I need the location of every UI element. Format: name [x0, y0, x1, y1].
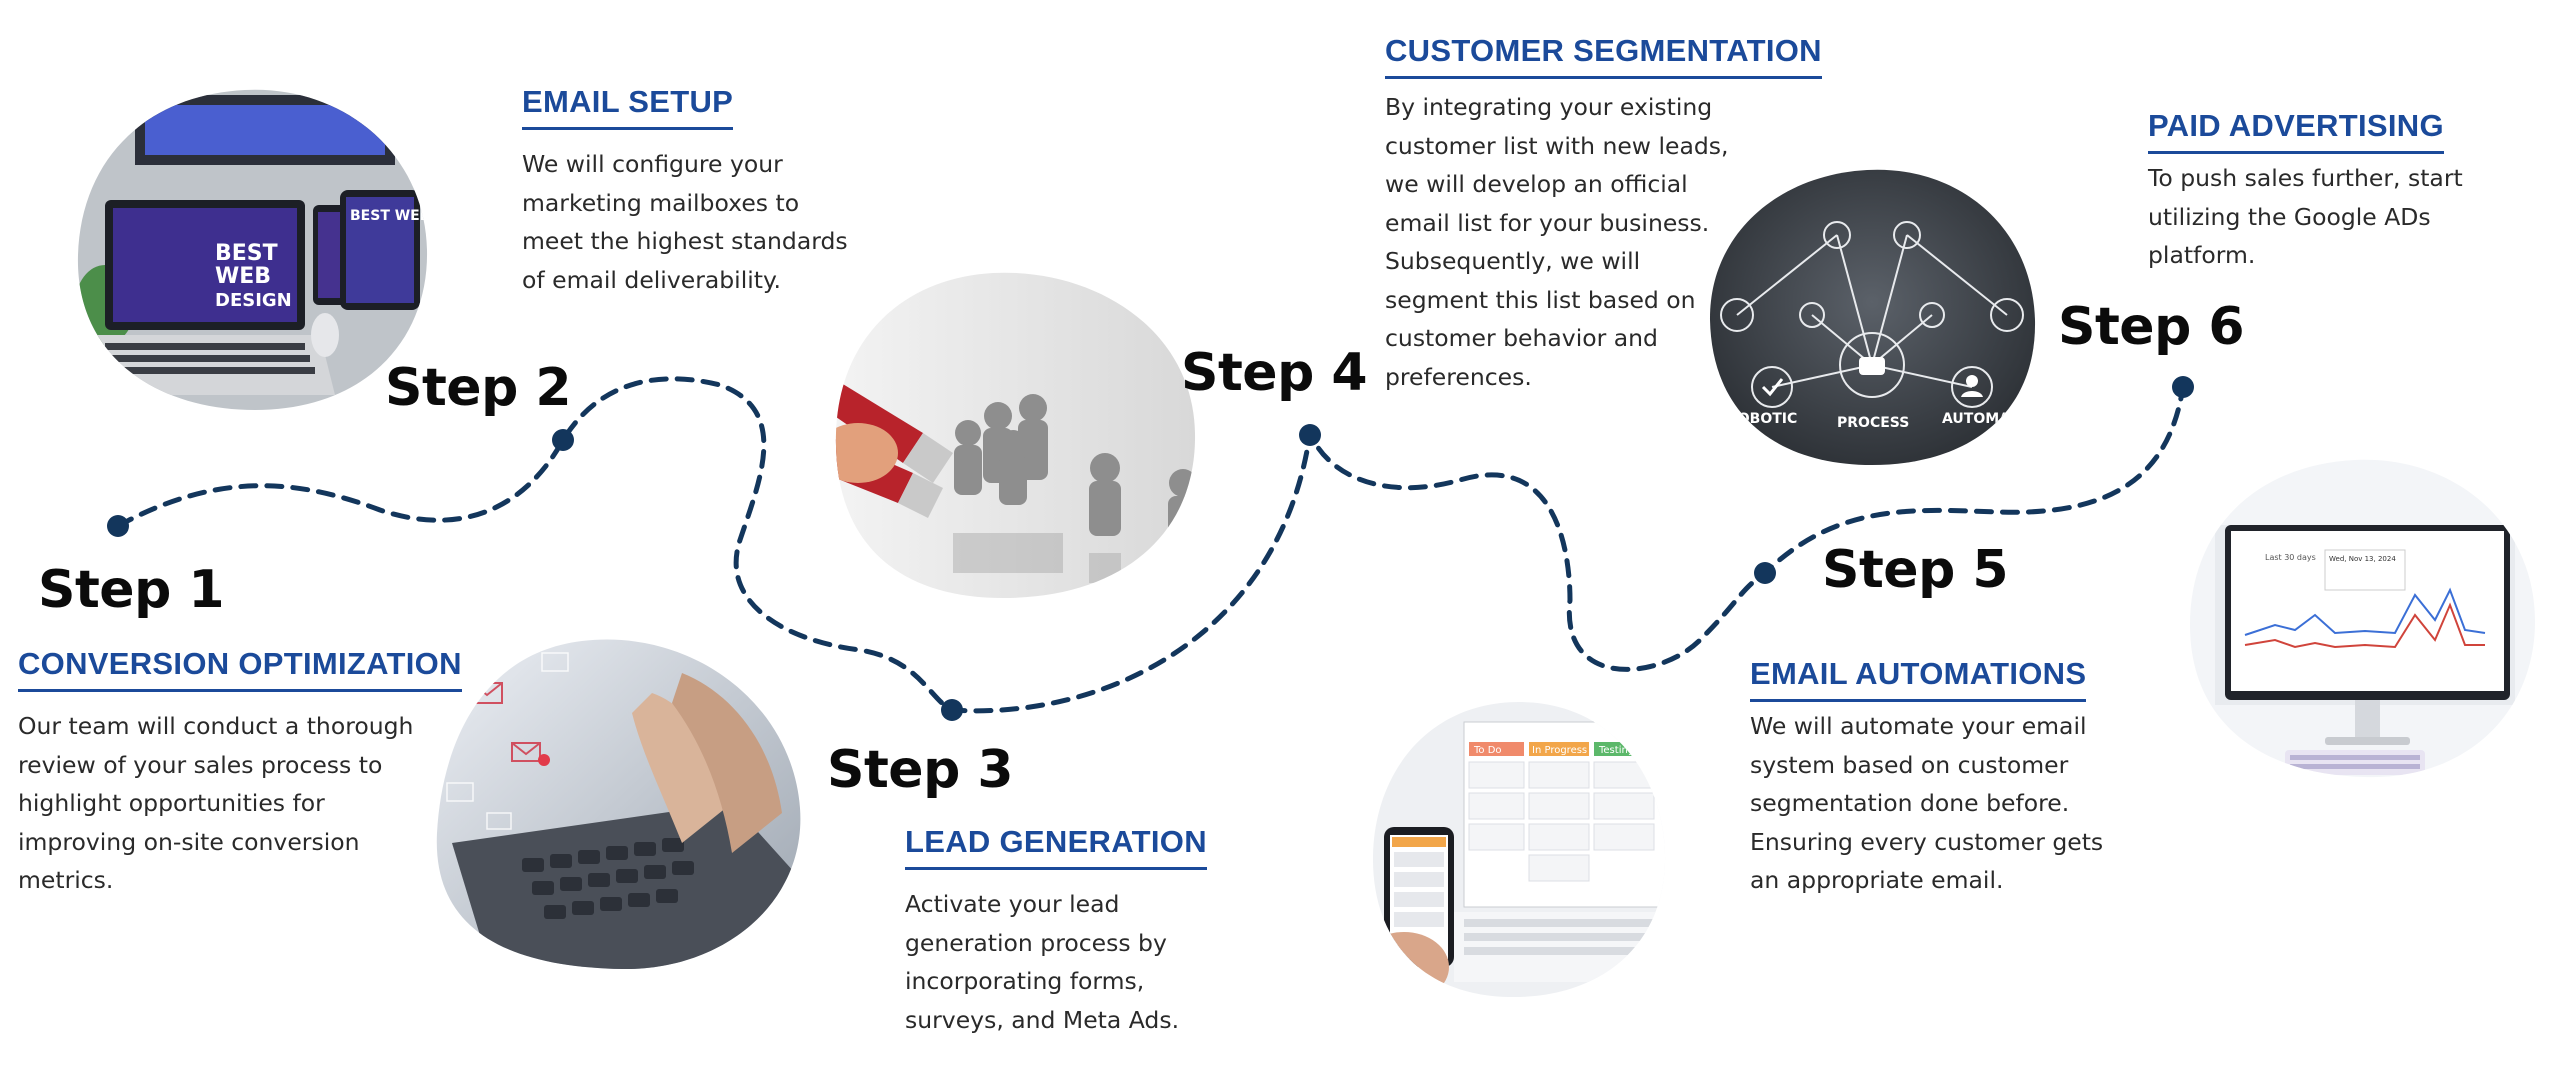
step-4-description: By integrating your existing customer li…	[1385, 93, 1729, 391]
step-3-heading: LEAD GENERATION	[905, 824, 1207, 870]
web-design-text: BEST	[215, 241, 278, 266]
step-2-node	[552, 429, 574, 451]
svg-text:WEB: WEB	[215, 264, 271, 289]
svg-text:DESIGN: DESIGN	[215, 290, 292, 311]
step-1-heading: CONVERSION OPTIMIZATION	[18, 646, 462, 692]
svg-text:Wed, Nov 13, 2024: Wed, Nov 13, 2024	[2329, 555, 2396, 563]
svg-text:In Progress: In Progress	[1532, 745, 1587, 756]
step-3-description: Activate your lead generation process by…	[905, 890, 1180, 1034]
step-6-label: Step 6	[2058, 297, 2245, 357]
step-5-node	[1754, 562, 1776, 584]
step-5-heading: EMAIL AUTOMATIONS	[1750, 656, 2087, 702]
step-6-node	[2172, 376, 2194, 398]
step-2-description: We will configure your marketing mailbox…	[522, 150, 848, 294]
step-2-label: Step 2	[385, 358, 572, 418]
svg-text:Testing: Testing	[1598, 745, 1634, 756]
step-2-heading: EMAIL SETUP	[522, 84, 734, 130]
step-1-description: Our team will conduct a thorough review …	[18, 712, 414, 894]
step-1-label: Step 1	[38, 560, 225, 620]
step-4-heading: CUSTOMER SEGMENTATION	[1385, 33, 1822, 79]
step-3-label: Step 3	[827, 740, 1014, 800]
step-6-description: To push sales further, start utilizing t…	[2148, 164, 2463, 269]
rpa-text-2: PROCESS	[1837, 415, 1909, 431]
step-6-heading: PAID ADVERTISING	[2148, 108, 2444, 154]
step-4-node	[1299, 424, 1321, 446]
step-1-node	[107, 515, 129, 537]
step-2-image: BEST WEB DESIGN BEST WEB	[75, 85, 430, 413]
step-3-node	[941, 699, 963, 721]
step-4-label: Step 4	[1181, 343, 1368, 403]
rpa-text-3: AUTOMA	[1942, 411, 2010, 427]
step-6-image: Last 30 days Wed, Nov 13, 2024	[2185, 455, 2540, 785]
step-4-image: ROBOTIC PROCESS AUTOMA	[1707, 165, 2037, 470]
step-1-image	[432, 633, 804, 975]
rpa-text-1: ROBOTIC	[1727, 411, 1797, 427]
svg-text:To Do: To Do	[1473, 745, 1502, 756]
step-3-image	[833, 268, 1198, 603]
step-5-image: To Do In Progress Testing	[1369, 697, 1669, 1002]
svg-text:Last 30 days: Last 30 days	[2265, 553, 2316, 562]
step-5-label: Step 5	[1822, 540, 2009, 600]
step-5-description: We will automate your email system based…	[1750, 712, 2104, 894]
svg-text:BEST WEB: BEST WEB	[350, 208, 430, 224]
